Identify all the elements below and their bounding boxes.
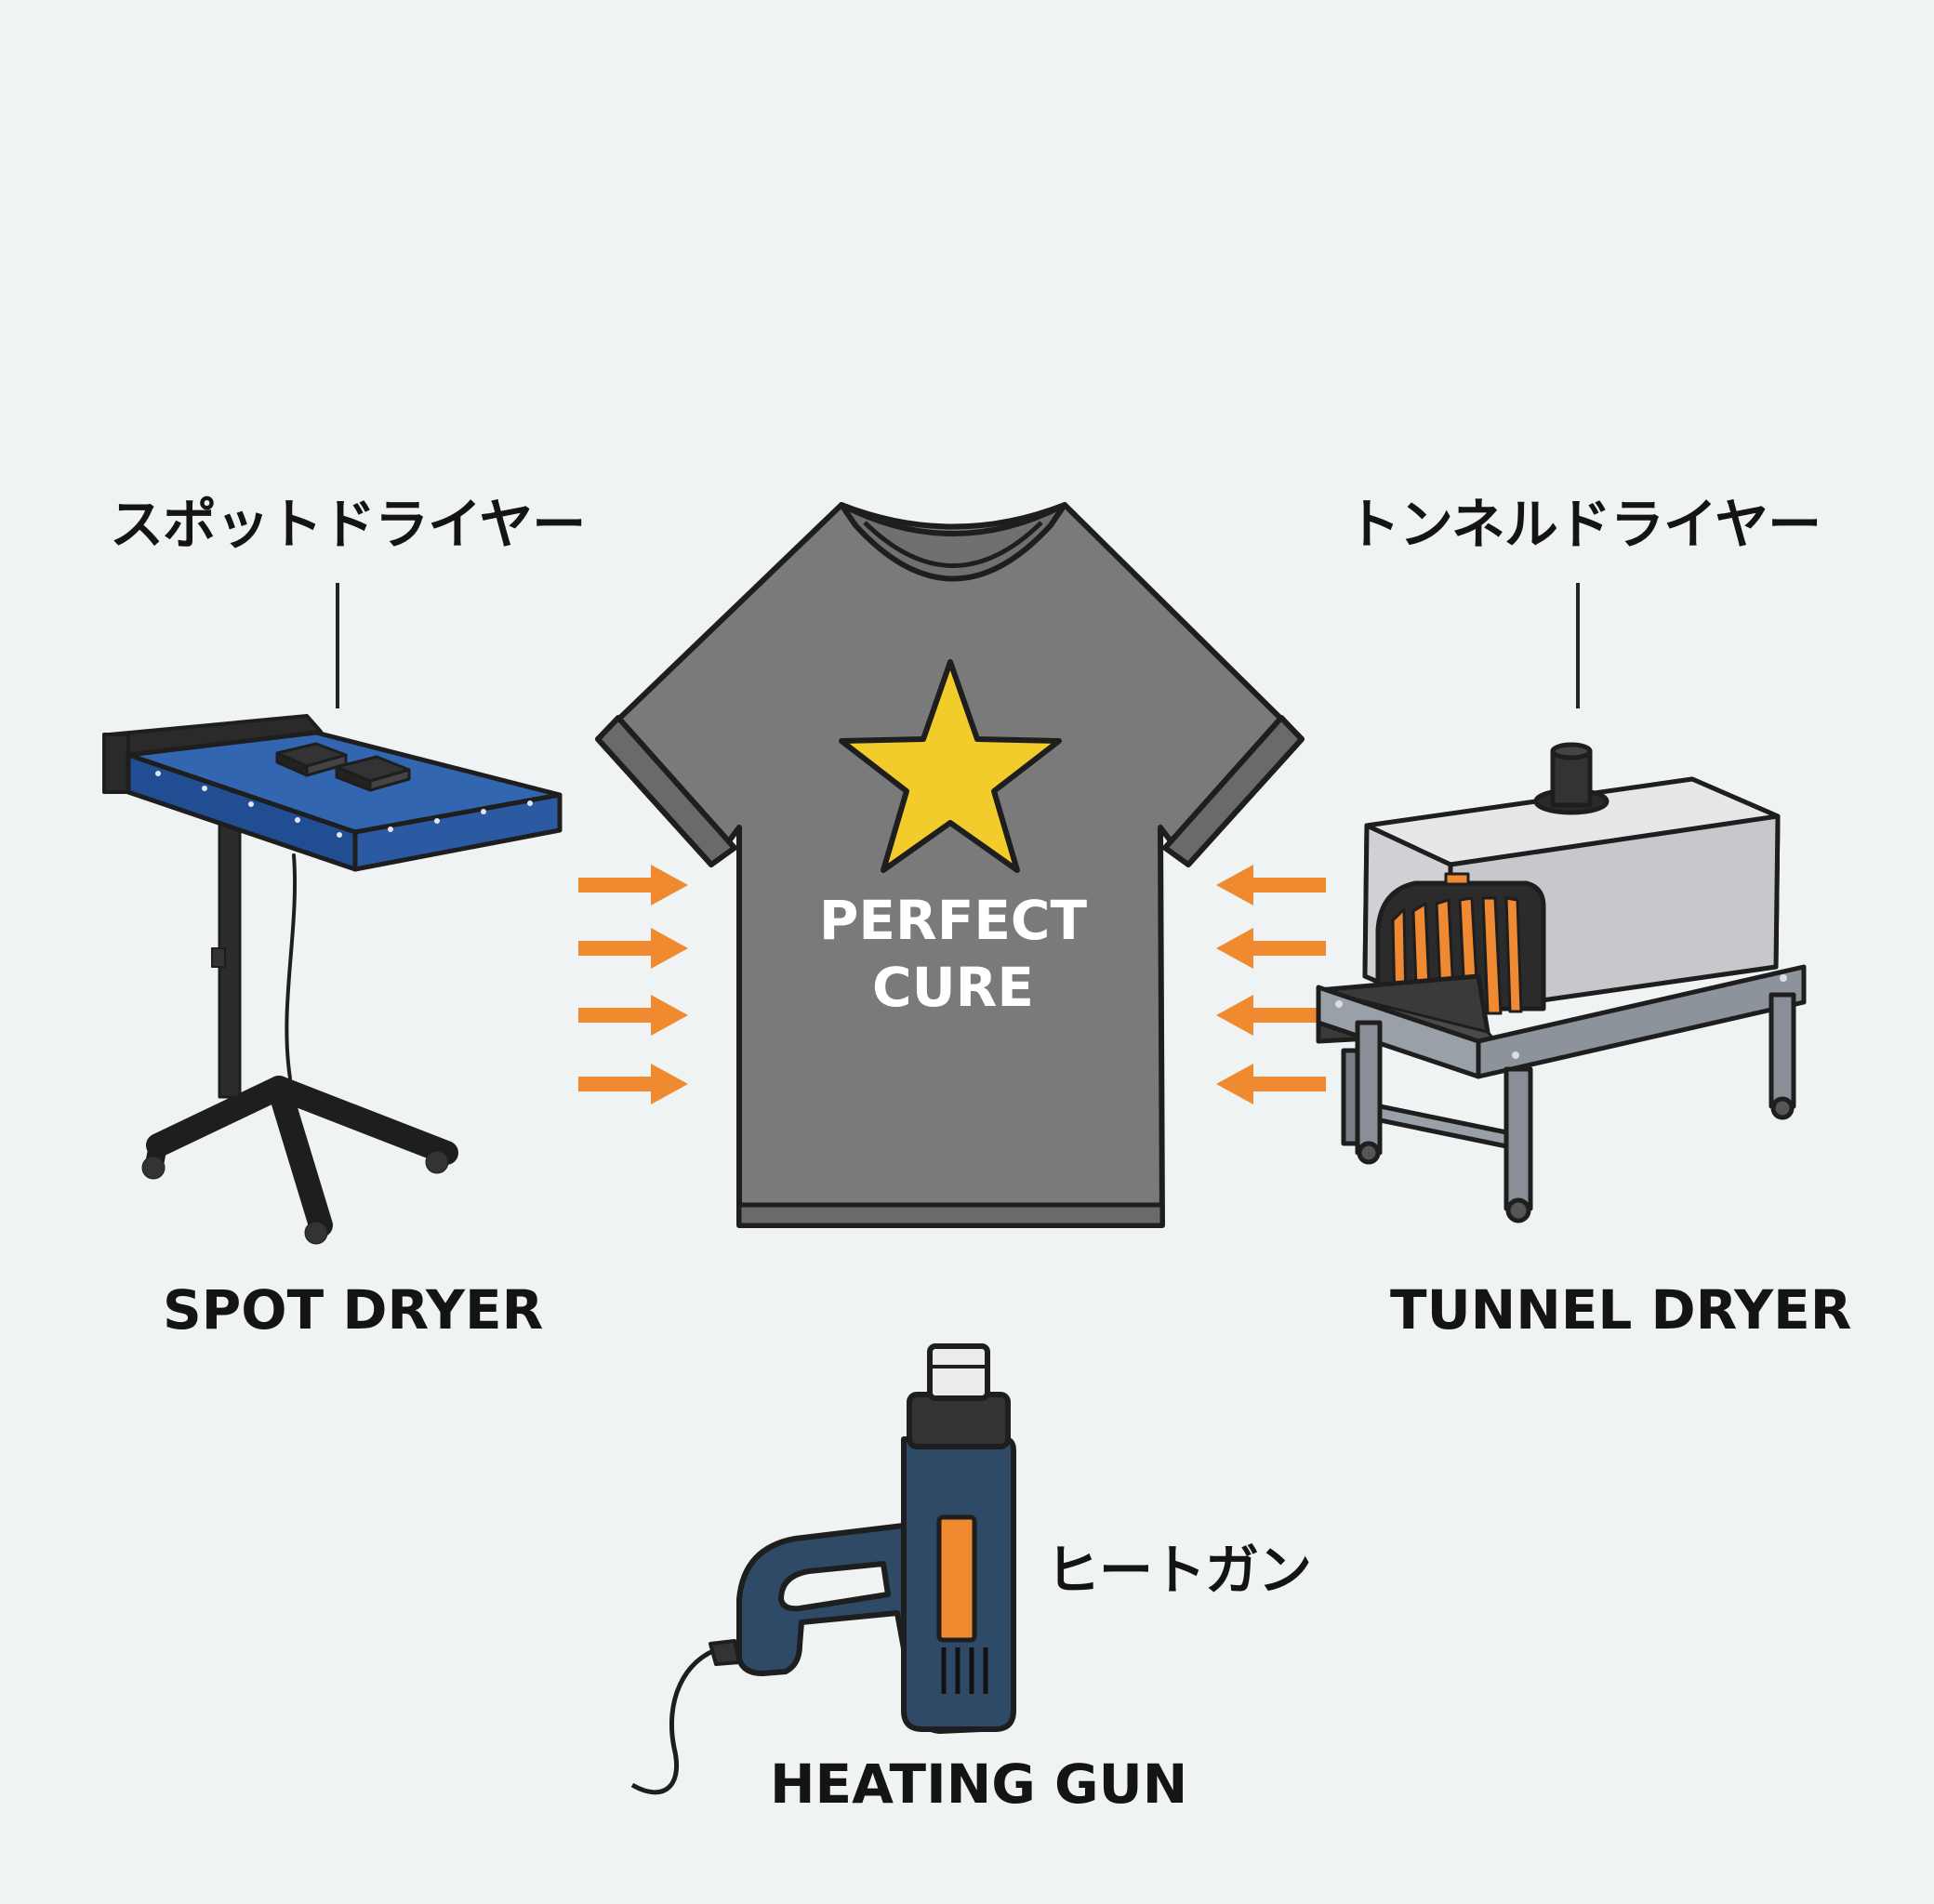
heat-gun-label-en: HEATING GUN <box>770 1752 1188 1816</box>
tshirt-icon <box>595 502 1305 1228</box>
heat-arrow-icon <box>578 928 688 969</box>
tunnel-dryer-label-jp: トンネルドライヤー <box>1346 493 1821 556</box>
tshirt-text-line1: PERFECT <box>819 889 1088 952</box>
tshirt-text-line2: CURE <box>872 956 1034 1019</box>
star-icon <box>839 659 1062 873</box>
heat-arrow-icon <box>1216 865 1326 906</box>
heat-arrows-left <box>578 865 688 1104</box>
heat-arrow-icon <box>1216 1064 1326 1104</box>
tunnel-dryer-icon <box>1316 742 1807 1223</box>
spot-dryer-label-en: SPOT DRYER <box>163 1278 544 1342</box>
heat-arrow-icon <box>578 865 688 906</box>
heat-gun-icon <box>630 1343 1016 1795</box>
spot-dryer-label-jp: スポットドライヤー <box>110 493 586 556</box>
heat-gun-label-jp: ヒートガン <box>1046 1539 1312 1602</box>
heat-arrows-right <box>1216 865 1326 1104</box>
tunnel-dryer-label-en: TUNNEL DRYER <box>1390 1278 1852 1342</box>
spot-dryer-icon <box>102 714 563 1245</box>
heat-arrow-icon <box>1216 928 1326 969</box>
heat-arrow-icon <box>1216 995 1326 1036</box>
heat-arrow-icon <box>578 1064 688 1104</box>
heat-arrow-icon <box>578 995 688 1036</box>
